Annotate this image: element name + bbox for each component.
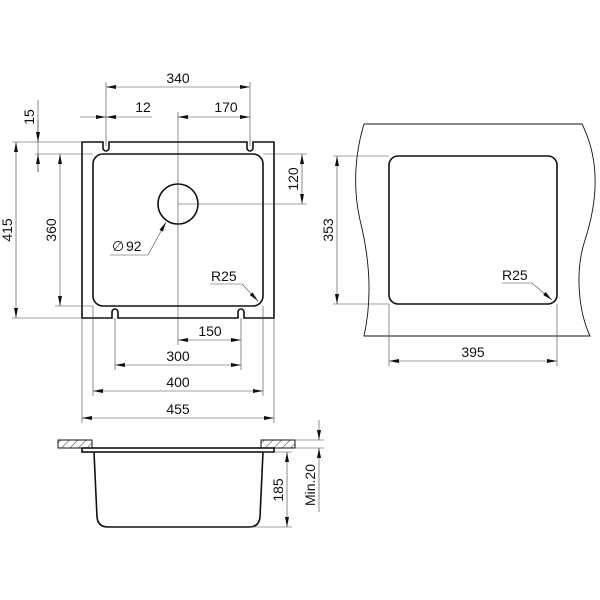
dim-395: 395 [461,344,485,360]
top-view: 340 12 170 15 415 360 120 ∅ 92 R25 150 3… [0,70,307,423]
dim-353: 353 [320,218,336,242]
countertop-outline [355,123,596,337]
dim-415: 415 [0,218,15,242]
sink-bowl-profile [93,451,264,528]
dim-360: 360 [43,218,59,242]
dim-150: 150 [198,323,222,339]
countertop-left [57,439,93,449]
dim-120: 120 [285,167,301,191]
dim-r25: R25 [211,268,237,284]
side-view: 185 Min.20 [57,420,324,528]
sink-flange [81,447,275,453]
dim-170: 170 [214,99,238,115]
dim-455: 455 [166,401,190,417]
dim-340: 340 [166,70,190,86]
dim-12: 12 [135,99,151,115]
dim-15: 15 [21,109,37,125]
dim-400: 400 [166,374,190,390]
dim-r25-cutout: R25 [502,267,528,283]
cutout-outline [388,155,558,305]
dim-300: 300 [166,348,190,364]
cutout-view: 353 395 R25 [320,123,596,366]
dim-min-20: Min.20 [302,464,318,506]
dim-185: 185 [270,478,286,502]
dim-92: 92 [126,238,142,254]
countertop-right [260,439,296,449]
diameter-symbol: ∅ [112,238,124,254]
